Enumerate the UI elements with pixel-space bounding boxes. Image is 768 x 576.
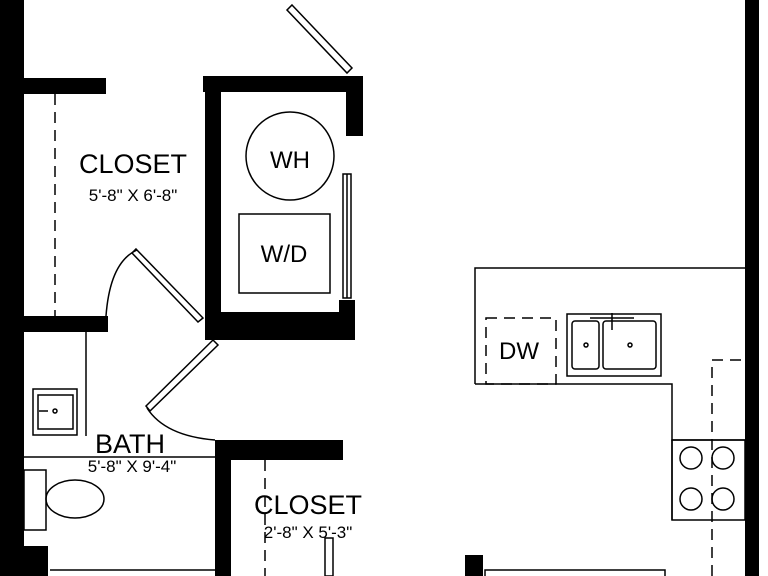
wall-laundry-right-post bbox=[346, 76, 363, 136]
closet-door-leaf bbox=[130, 247, 205, 324]
kitchen-counter-inner bbox=[475, 383, 745, 441]
room-name-closet-bottom: CLOSET bbox=[254, 490, 362, 520]
burner-icon bbox=[679, 487, 703, 511]
labels: CLOSET 5'-8" X 6'-8" BATH 5'-8" X 9'-4" … bbox=[79, 147, 539, 542]
wall-laundry-bottom bbox=[205, 312, 355, 340]
wall-right-exterior bbox=[745, 0, 759, 576]
water-heater-label: WH bbox=[270, 147, 310, 174]
bath-sink-basin bbox=[37, 394, 74, 430]
bottom-counter bbox=[484, 569, 666, 576]
room-name-bath: BATH bbox=[95, 429, 165, 459]
washer-dryer-icon bbox=[238, 213, 331, 294]
kitchen-sink-right-drain bbox=[627, 342, 633, 348]
wall-left-exterior bbox=[0, 0, 24, 576]
room-name-closet-top: CLOSET bbox=[79, 149, 187, 179]
fixtures bbox=[23, 111, 746, 531]
dishwasher-outline bbox=[485, 317, 557, 385]
water-heater-icon bbox=[245, 111, 335, 201]
toilet-bowl bbox=[45, 479, 105, 519]
dishwasher-label: DW bbox=[499, 338, 539, 365]
bath-sink-drain bbox=[52, 408, 58, 414]
room-dims-closet-bottom: 2'-8" X 5'-3" bbox=[264, 523, 353, 542]
doors bbox=[105, 3, 354, 576]
wall-stub-bottom bbox=[465, 555, 483, 576]
kitchen-sink-left-drain bbox=[583, 342, 589, 348]
kitchen-counter-outline bbox=[474, 267, 745, 384]
bath-door-leaf bbox=[144, 338, 220, 413]
entry-door-leaf bbox=[285, 3, 354, 75]
range-cooktop bbox=[671, 439, 746, 521]
fridge-outline bbox=[711, 359, 745, 576]
toilet-tank bbox=[23, 469, 47, 531]
bath-sink-counter bbox=[32, 388, 78, 436]
burner-icon bbox=[711, 487, 735, 511]
wall-small-closet-top bbox=[215, 440, 343, 460]
kitchen-sink-right-basin bbox=[602, 320, 657, 370]
bath-door-swing bbox=[146, 407, 216, 441]
room-dims-closet-top: 5'-8" X 6'-8" bbox=[89, 186, 178, 205]
wall-bath-left-low bbox=[24, 546, 48, 576]
kitchen-sink-outer bbox=[566, 313, 662, 377]
wall-laundry-right-low bbox=[339, 300, 355, 340]
dashed-lines bbox=[54, 94, 745, 576]
wall-laundry-top bbox=[203, 76, 363, 92]
small-closet-sliding-door bbox=[324, 537, 334, 576]
kitchen-sink-left-basin bbox=[571, 320, 600, 370]
washer-dryer-label: W/D bbox=[261, 241, 308, 268]
wall-small-closet-left bbox=[215, 440, 231, 576]
wall-closet-top bbox=[24, 78, 106, 94]
wall-laundry-left bbox=[205, 76, 221, 332]
burner-icon bbox=[711, 446, 735, 470]
closet-door-swing bbox=[105, 249, 138, 317]
burner-icon bbox=[679, 446, 703, 470]
wall-closet-bottom bbox=[24, 316, 108, 332]
room-dims-bath: 5'-8" X 9'-4" bbox=[88, 457, 177, 476]
